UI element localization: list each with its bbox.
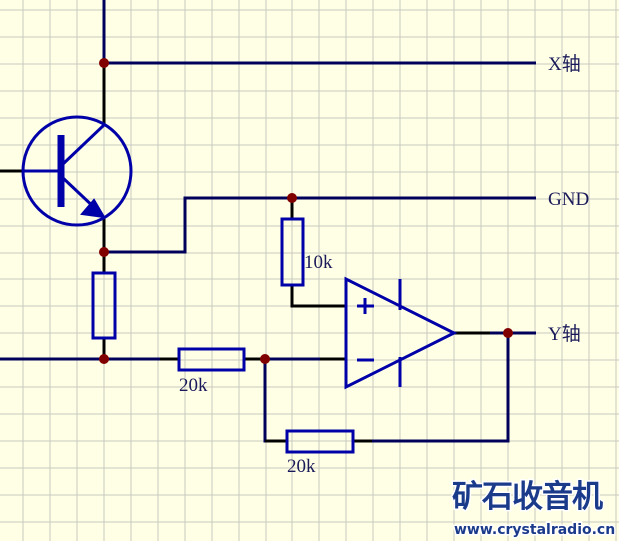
resistor-emitter[interactable]	[91, 271, 117, 340]
net-label-x-axis: X轴	[548, 53, 581, 75]
wire-feedback	[263, 359, 287, 443]
junction-dot	[503, 328, 513, 338]
transistor-body	[21, 115, 133, 227]
junction-dot	[99, 354, 109, 364]
resistor-value-input: 20k	[179, 375, 208, 396]
wire-feedback-right	[353, 333, 510, 443]
resistor-value-bias: 10k	[304, 252, 333, 273]
junction-dot	[99, 247, 109, 257]
wires	[0, 0, 536, 443]
net-label-y-axis: Y轴	[548, 323, 581, 345]
resistor-feedback-20k[interactable]	[285, 429, 355, 454]
watermark-title: 矿石收音机	[452, 479, 603, 515]
watermark-url: www.crystalradio.cn	[454, 522, 615, 538]
resistor-input-20k[interactable]	[177, 347, 246, 372]
junctions	[99, 58, 513, 364]
junction-dot	[260, 354, 270, 364]
net-label-gnd: GND	[548, 189, 589, 210]
transistor-collector-lead	[61, 123, 106, 166]
junction-dot	[287, 193, 297, 203]
pin-stubs	[0, 63, 490, 443]
resistor-value-feedback: 20k	[287, 456, 316, 477]
junction-dot	[99, 58, 109, 68]
npn-transistor[interactable]	[21, 115, 133, 227]
op-amp[interactable]	[344, 276, 458, 390]
wire-emitter-gnd	[104, 196, 536, 254]
resistor-bias-10k[interactable]	[280, 217, 305, 287]
pin-r-bias-bottom	[290, 285, 346, 308]
emitter-arrow-icon	[80, 198, 106, 219]
